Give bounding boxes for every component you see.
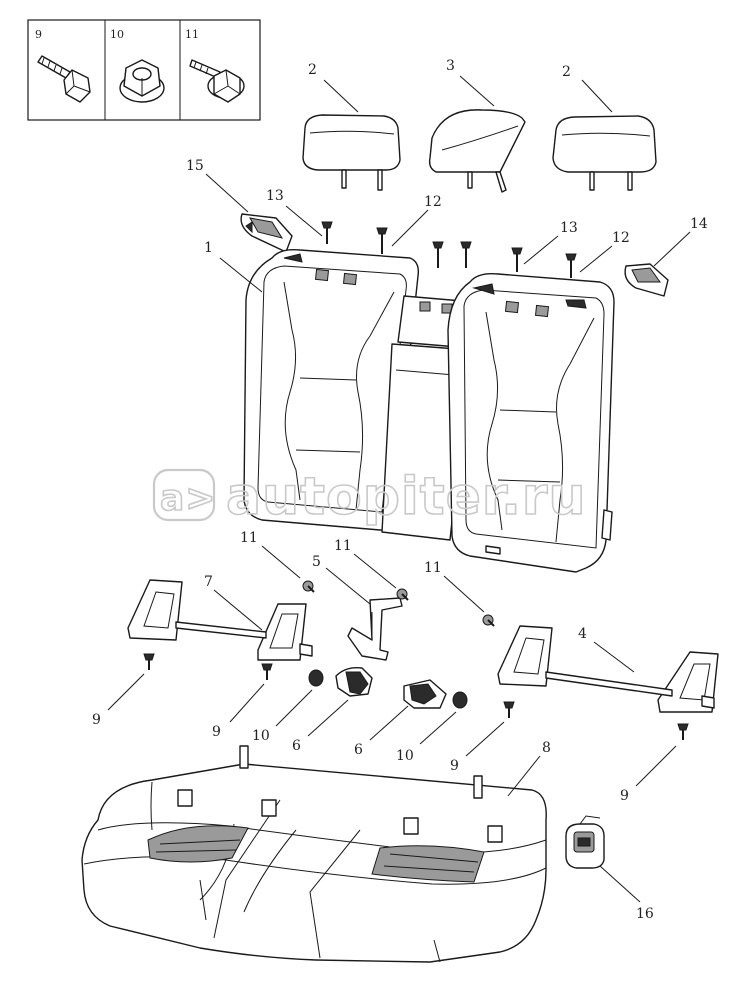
callout-6-right: 6 [354,742,363,758]
callout-11-left: 11 [240,530,258,546]
callout-9-center-left: 9 [212,724,221,740]
screws-11 [302,580,495,627]
legend-number-9: 9 [35,28,42,41]
callout-4: 4 [578,626,587,642]
latch-left [335,666,373,697]
callout-11-center: 11 [334,538,352,554]
latch-bracket [347,597,403,661]
callout-13-left: 13 [266,188,284,204]
watermark-text: autopiter.ru [226,467,587,527]
callout-16: 16 [636,906,654,922]
callout-3: 3 [446,58,455,74]
callout-10-right: 10 [396,748,414,764]
callout-2-right: 2 [562,64,571,80]
headrest-left [302,114,401,191]
callout-6-left: 6 [292,738,301,754]
headrest-center [428,109,526,193]
watermark: a> autopiter.ru [152,466,587,528]
bolts-9 [143,653,689,740]
callout-2-left: 2 [308,62,317,78]
seat-back-assembly [243,248,615,573]
trim-clip-right [624,263,669,297]
nuts-10 [308,669,468,709]
headrest-right [552,115,657,191]
callout-13-right: 13 [560,220,578,236]
screws-13-12 [321,221,577,278]
flange-nut-icon [119,59,165,103]
watermark-logo: a> [160,478,216,519]
callout-5: 5 [312,554,321,570]
seat-cushion [81,745,547,963]
callout-15: 15 [186,158,204,174]
bolt-icon [37,55,91,103]
callout-7: 7 [204,574,213,590]
callout-9-right: 9 [620,788,629,804]
callout-10-left: 10 [252,728,270,744]
legend-number-10: 10 [110,28,124,41]
callout-8: 8 [542,740,551,756]
fastener-legend: 9 10 11 [27,19,261,121]
washer-screw-icon [189,59,245,103]
callout-11-right: 11 [424,560,442,576]
legend-number-11: 11 [185,28,199,41]
leader-lines [107,75,691,903]
callout-9-center-right: 9 [450,758,459,774]
callout-12-right: 12 [612,230,630,246]
callout-12-left: 12 [424,194,442,210]
callout-labels: 2 3 2 15 13 12 1 13 12 14 11 11 5 11 7 4… [92,58,708,922]
callout-14: 14 [690,216,708,232]
latch-right [403,679,447,709]
hinge-bracket-right [497,625,719,713]
hinge-bracket-left [127,579,313,661]
trim-clip-left [240,213,293,253]
buckle-holder [565,815,605,869]
callout-1: 1 [204,240,213,256]
callout-9-left: 9 [92,712,101,728]
